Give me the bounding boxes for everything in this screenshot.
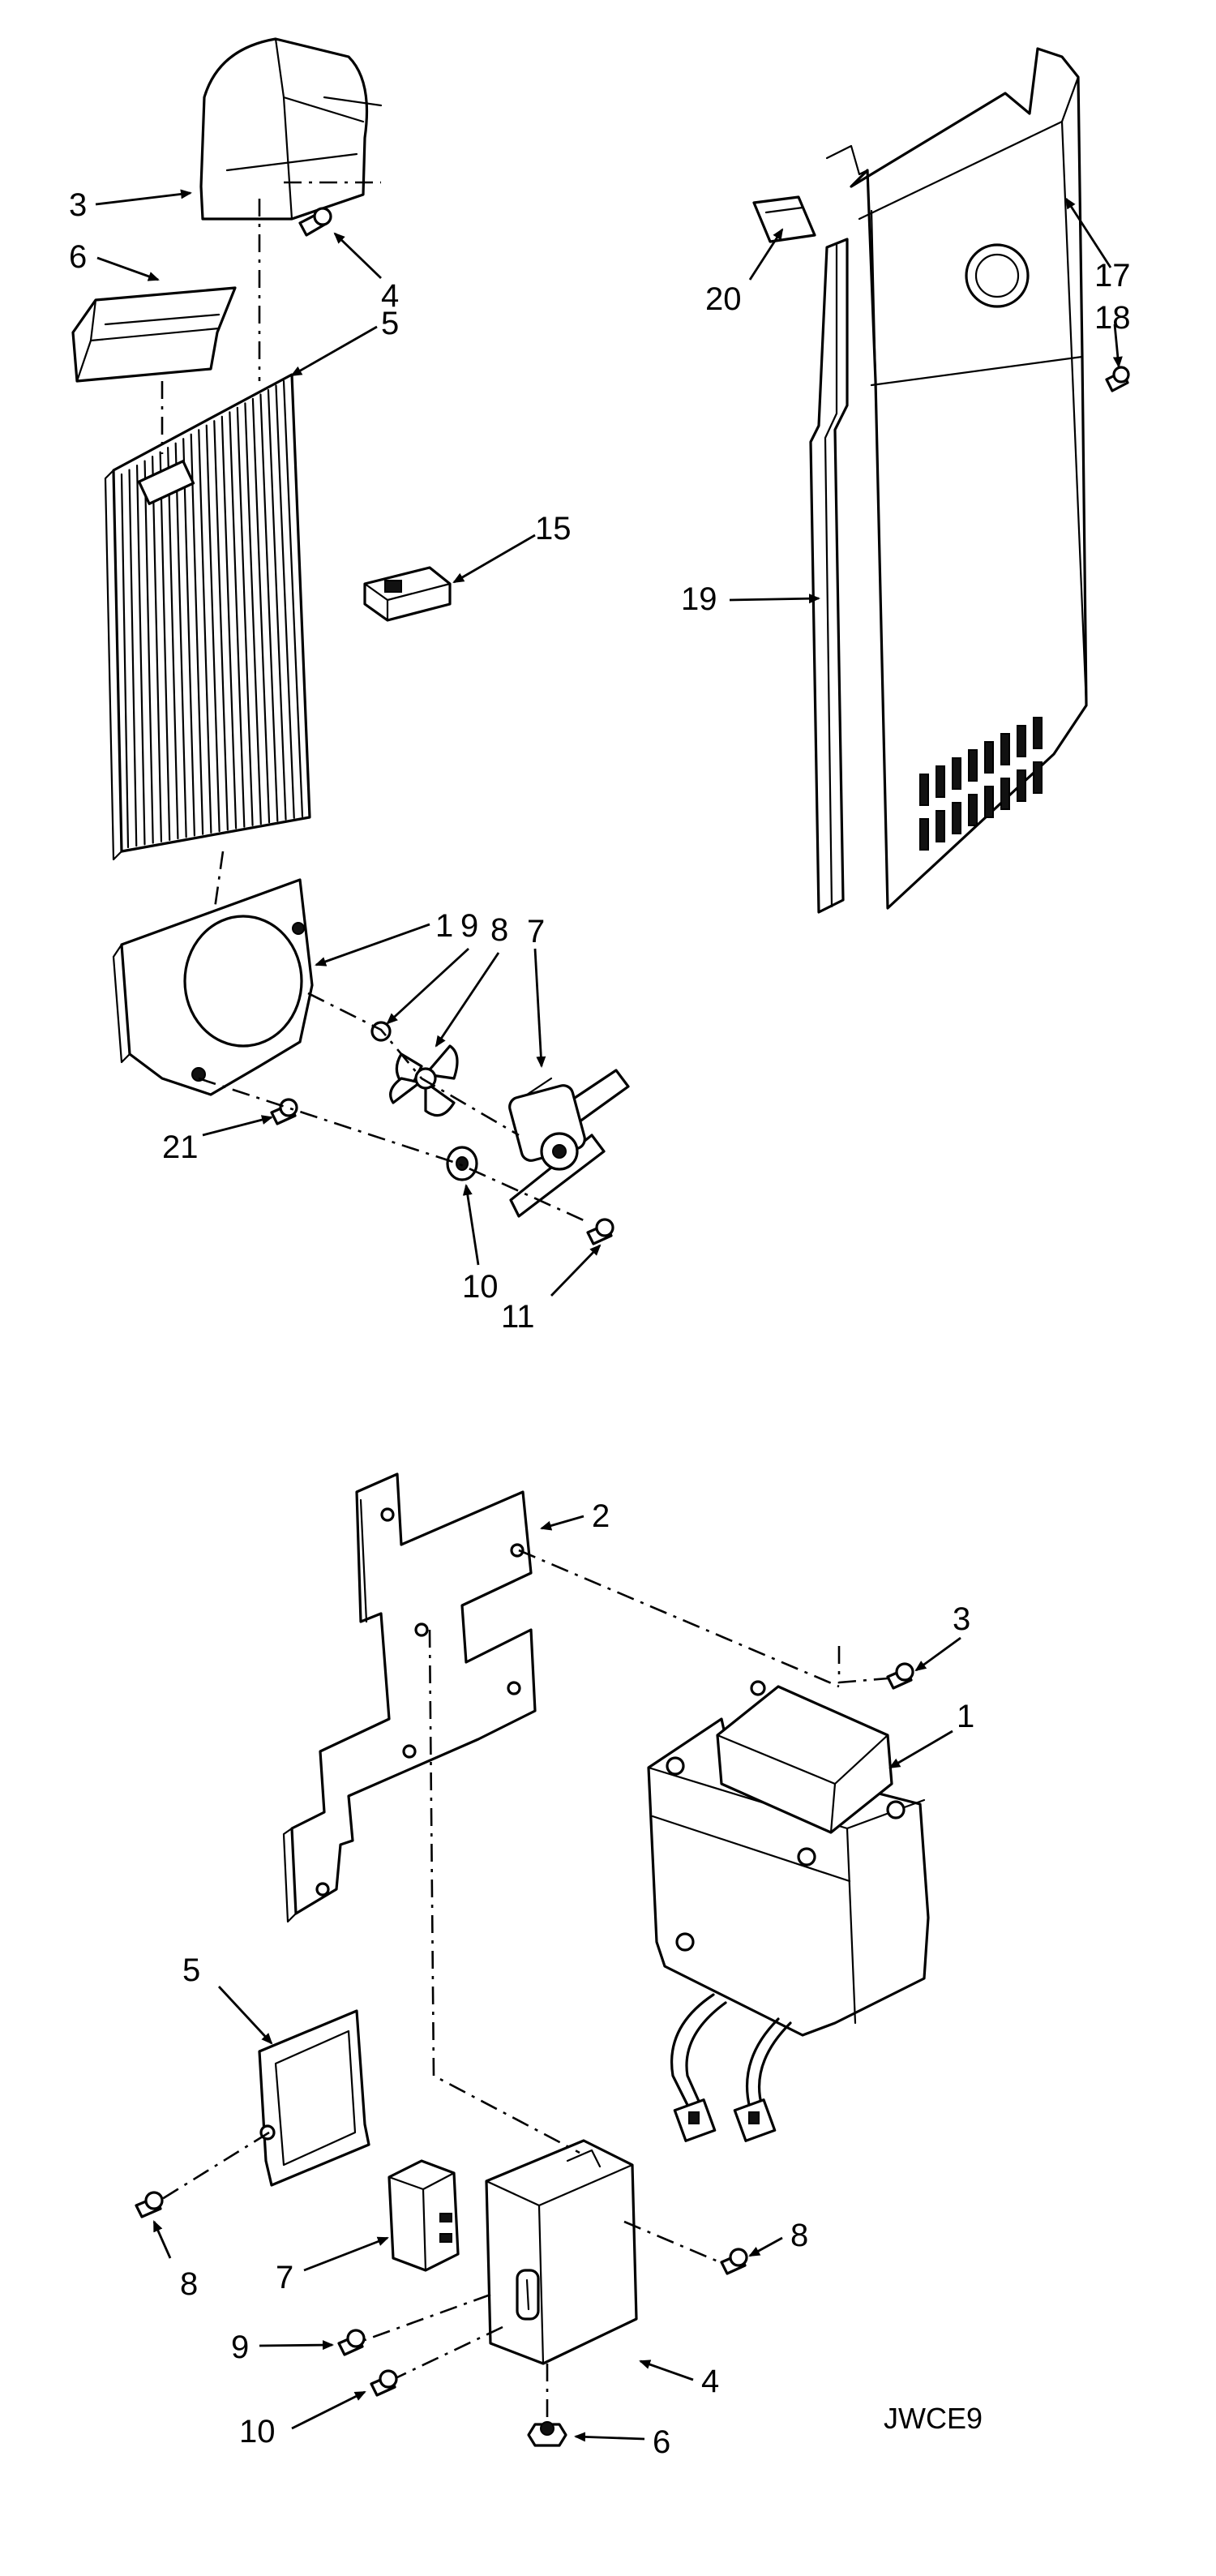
part-6-nut <box>527 2421 567 2447</box>
part-1-transformer <box>647 1680 930 2142</box>
vent-slot <box>919 818 929 851</box>
vent-slot <box>1017 769 1026 802</box>
grille-line <box>244 402 262 825</box>
label-upper-7: 7 <box>527 914 545 949</box>
grille-line <box>151 455 163 842</box>
grille-line <box>182 438 196 837</box>
grille-line <box>221 415 238 829</box>
grille-line <box>143 460 154 844</box>
fan-opening <box>183 915 303 1048</box>
vent-slot <box>968 794 978 826</box>
grille-line <box>275 384 295 819</box>
part-6-damper <box>71 286 237 383</box>
part-10-screw <box>370 2369 398 2397</box>
part-1-fan-housing <box>112 878 314 1096</box>
grille-line <box>213 420 229 831</box>
grille-line <box>198 429 212 834</box>
part-19-side-channel <box>809 238 849 914</box>
part-5-cover-plate <box>258 2009 370 2187</box>
grille-line <box>229 411 246 828</box>
label-lower-6: 6 <box>653 2424 670 2460</box>
vent-slot <box>936 765 945 798</box>
label-lower-10: 10 <box>239 2414 276 2450</box>
grille-line <box>259 393 279 822</box>
grille-line <box>236 406 254 826</box>
vent-slot <box>919 774 929 806</box>
label-lower-9: 9 <box>231 2330 249 2365</box>
label-lower-5: 5 <box>182 1952 200 1988</box>
part-3-screw <box>886 1662 914 1690</box>
vent-slot <box>1000 733 1010 765</box>
grille-line <box>267 388 287 821</box>
grille-line <box>251 397 271 824</box>
vent-slot <box>1017 725 1026 757</box>
part-8-screw-left <box>135 2191 164 2218</box>
part-3-air-duct <box>199 37 383 221</box>
grille-line <box>205 424 221 833</box>
grille-line <box>190 433 204 835</box>
grille-line <box>120 473 130 849</box>
vent-slot <box>1033 761 1043 794</box>
part-7-fan-motor <box>508 1069 630 1218</box>
part-9-screw <box>337 2329 366 2356</box>
part-7-relay <box>387 2159 460 2272</box>
label-upper-11: 11 <box>501 1299 535 1335</box>
label-upper-21: 21 <box>162 1129 199 1165</box>
grille-line <box>128 469 138 847</box>
label-upper-18: 18 <box>1094 300 1131 336</box>
vent-slot <box>952 802 961 834</box>
vent-slot <box>1000 778 1010 810</box>
part-17-rear-cover <box>825 47 1088 910</box>
label-upper-15: 15 <box>535 511 572 546</box>
label-upper-20: 20 <box>705 281 742 317</box>
label-lower-8-left: 8 <box>180 2266 198 2302</box>
label-lower-1: 1 <box>957 1699 974 1734</box>
label-upper-9: 9 <box>460 908 478 944</box>
vent-slot <box>936 810 945 842</box>
label-upper-10: 10 <box>462 1269 499 1305</box>
part-20-clip <box>752 195 816 243</box>
part-21-screw <box>270 1098 298 1125</box>
part-4-capacitor <box>485 2139 638 2365</box>
vent-slot <box>968 749 978 782</box>
label-lower-4: 4 <box>701 2364 719 2399</box>
vent-slot <box>984 741 994 774</box>
label-upper-4: 4 <box>381 278 399 314</box>
upper-assembly: 3 6 4 5 15 1 9 8 7 10 11 21 19 20 17 18 <box>69 37 1131 1335</box>
part-4-screw <box>298 207 332 237</box>
label-lower-3: 3 <box>953 1601 970 1637</box>
part-18-screw <box>1105 366 1130 392</box>
label-upper-6: 6 <box>69 239 87 275</box>
diagram-code: JWCE9 <box>884 2402 983 2435</box>
label-upper-5: 5 <box>381 306 399 341</box>
grille-line <box>159 451 171 842</box>
part-15-sensor <box>363 566 452 622</box>
vent-slot <box>1033 717 1043 749</box>
grille-line <box>167 447 179 840</box>
part-11-screw <box>586 1218 614 1245</box>
grille-line <box>174 442 187 838</box>
vent-slots <box>919 717 1043 851</box>
part-5-grille-panel <box>104 373 311 861</box>
part-8-screw-right <box>720 2248 748 2275</box>
vent-slot <box>984 786 994 818</box>
part-10-grommet <box>446 1146 478 1181</box>
label-upper-3: 3 <box>69 187 87 223</box>
lower-assembly: 2 3 1 5 8 7 8 9 10 4 6 JWCE9 <box>135 1472 983 2460</box>
label-lower-7: 7 <box>276 2260 293 2295</box>
vent-slot <box>952 757 961 790</box>
label-upper-8: 8 <box>490 912 508 948</box>
grille-line <box>282 379 304 818</box>
grille-line <box>135 464 146 846</box>
label-upper-1: 1 <box>435 908 453 944</box>
part-2-mounting-bracket <box>282 1472 537 1923</box>
label-upper-19: 19 <box>681 581 717 617</box>
label-upper-17: 17 <box>1094 258 1131 294</box>
label-lower-2: 2 <box>592 1498 610 1534</box>
label-lower-8-right: 8 <box>790 2218 808 2253</box>
